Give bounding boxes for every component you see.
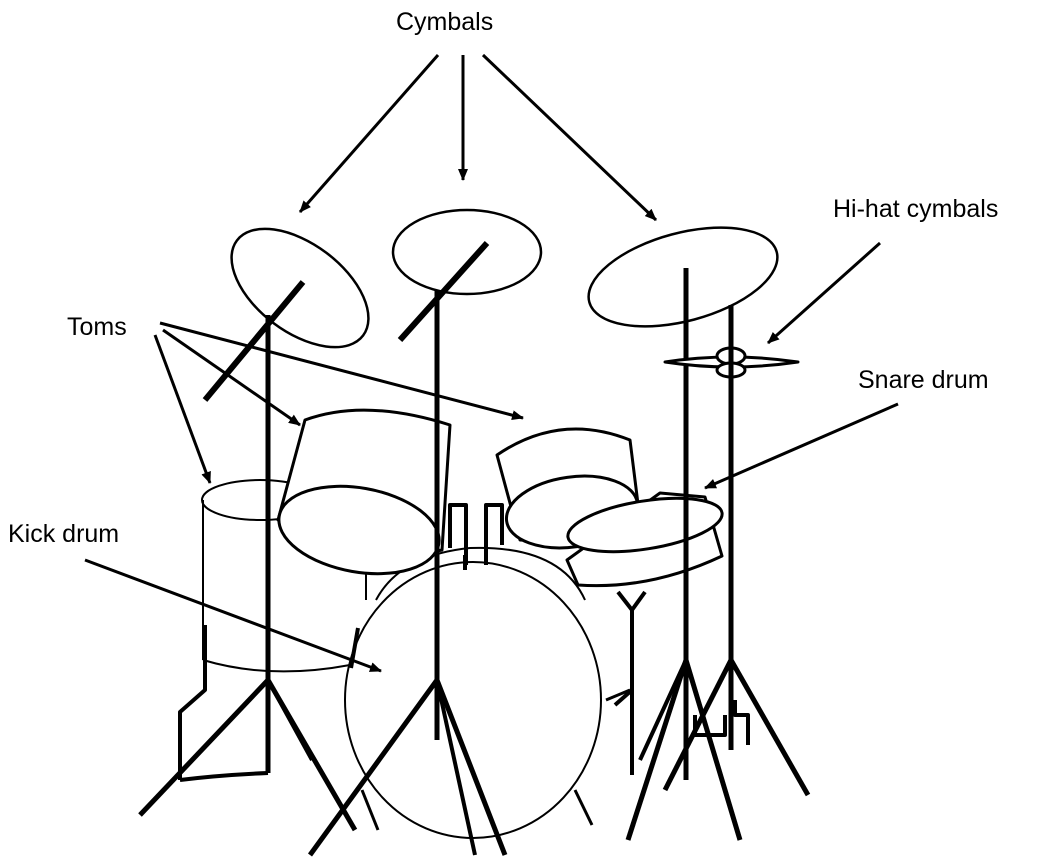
label-toms: Toms [67,313,127,342]
arrow-hihat [768,243,880,343]
arrow-kick [85,560,381,671]
snare-stand [615,592,645,775]
arrow-snare [705,404,898,488]
arrow-cymbals-left [300,55,438,212]
left-tom [272,410,450,585]
label-kick-drum: Kick drum [8,520,119,549]
kick-drum [345,548,630,838]
tom-mount [450,505,502,570]
label-hi-hat-cymbals: Hi-hat cymbals [833,195,998,224]
label-cymbals: Cymbals [396,8,493,37]
label-snare-drum: Snare drum [858,366,989,395]
arrow-cymbals-right [483,55,656,220]
